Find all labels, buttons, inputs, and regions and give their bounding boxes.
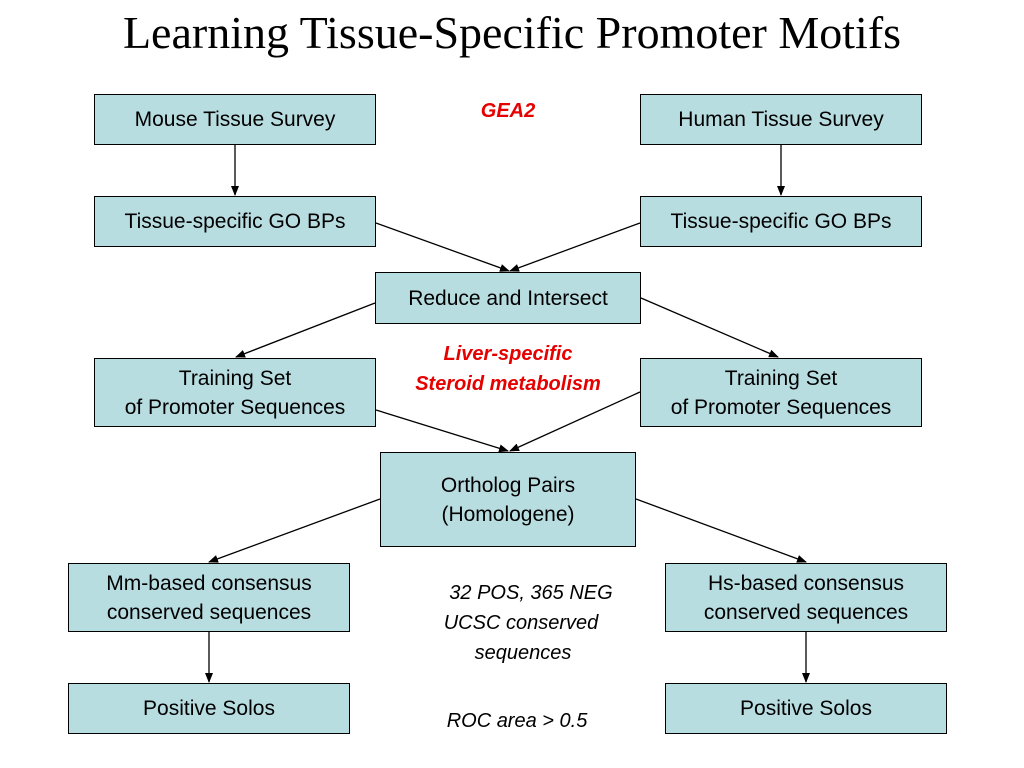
- box-label: Reduce and Intersect: [408, 286, 608, 310]
- note-line2: Steroid metabolism: [415, 373, 601, 395]
- box-label: Positive Solos: [143, 697, 275, 720]
- gea2-label: GEA2: [480, 100, 536, 122]
- training-set-right-box: Training Set of Promoter Sequences: [640, 358, 922, 427]
- positive-solos-left-box: Positive Solos: [68, 683, 350, 734]
- box-label: Mouse Tissue Survey: [134, 108, 336, 131]
- arrow-reduce-to-training-left: [235, 302, 376, 358]
- reduce-intersect-box: Reduce and Intersect: [375, 272, 641, 324]
- box-label-line1: Training Set: [724, 366, 838, 390]
- box-label-line2: conserved sequences: [106, 600, 312, 624]
- arrow-ortholog-to-mm: [208, 498, 381, 563]
- arrow-go-left-to-reduce: [375, 222, 510, 272]
- arrow-reduce-to-training-right: [640, 297, 779, 358]
- box-label-line2: of Promoter Sequences: [670, 395, 892, 419]
- hs-consensus-box: Hs-based consensus conserved sequences: [665, 563, 947, 632]
- arrow-training-left-to-ortholog: [375, 409, 509, 453]
- arrow-training-right-to-ortholog: [509, 391, 641, 452]
- arrow-ortholog-to-hs: [635, 498, 807, 563]
- mouse-tissue-survey-box: Mouse Tissue Survey: [94, 94, 376, 145]
- counts-note: 32 POS, 365 NEG UCSC conserved sequences: [400, 578, 650, 668]
- roc-note: ROC area > 0.5: [446, 710, 588, 732]
- note-line3: sequences: [474, 642, 572, 664]
- go-bps-left-box: Tissue-specific GO BPs: [94, 196, 376, 247]
- page-title: Learning Tissue-Specific Promoter Motifs: [122, 7, 902, 58]
- box-label-line2: of Promoter Sequences: [124, 395, 346, 419]
- box-label: Tissue-specific GO BPs: [124, 210, 346, 233]
- positive-solos-right-box: Positive Solos: [665, 683, 947, 734]
- box-label: Positive Solos: [740, 697, 872, 720]
- box-label-line2: (Homologene): [441, 502, 575, 526]
- note-line1: 32 POS, 365 NEG: [449, 582, 613, 604]
- go-bps-right-box: Tissue-specific GO BPs: [640, 196, 922, 247]
- box-label: Human Tissue Survey: [678, 108, 884, 131]
- liver-steroid-note: Liver-specific Steroid metabolism: [376, 339, 640, 399]
- arrow-go-right-to-reduce: [509, 222, 641, 272]
- training-set-left-box: Training Set of Promoter Sequences: [94, 358, 376, 427]
- box-label-line1: Hs-based consensus: [707, 571, 905, 595]
- box-label: Tissue-specific GO BPs: [670, 210, 892, 233]
- box-label-line1: Training Set: [178, 366, 292, 390]
- human-tissue-survey-box: Human Tissue Survey: [640, 94, 922, 145]
- ortholog-pairs-box: Ortholog Pairs (Homologene): [380, 452, 636, 547]
- box-label-line1: Mm-based consensus: [106, 571, 312, 595]
- box-label-line2: conserved sequences: [703, 600, 909, 624]
- note-line2: UCSC conserved: [443, 612, 599, 634]
- mm-consensus-box: Mm-based consensus conserved sequences: [68, 563, 350, 632]
- box-label-line1: Ortholog Pairs: [440, 473, 576, 497]
- note-line1: Liver-specific: [443, 343, 573, 365]
